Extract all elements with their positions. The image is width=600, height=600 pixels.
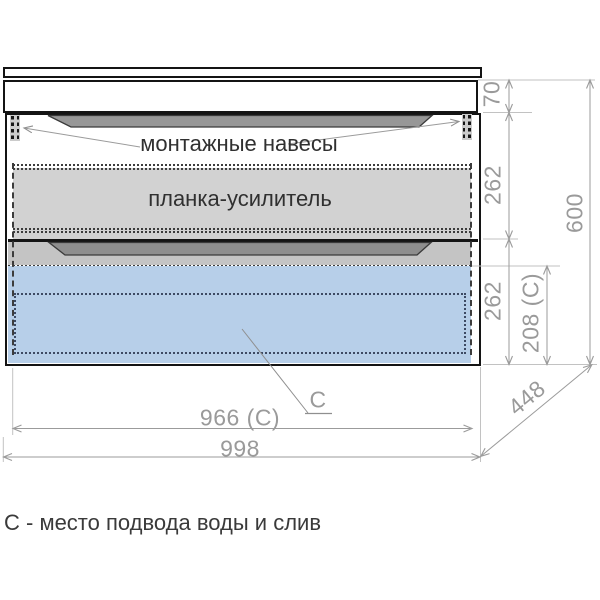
- dim-drawer2-height: 262: [479, 281, 506, 321]
- reinforcement-dotted-border: [13, 231, 471, 233]
- water-connection-area: [7, 266, 471, 363]
- dim-countertop-height: 70: [478, 80, 505, 108]
- connection-inner-dotted-zone: [14, 293, 466, 354]
- dim-inner-width: 966 (С): [199, 404, 281, 431]
- connection-zone-dotted-top: [7, 264, 471, 267]
- dim-total-width: 998: [220, 435, 260, 462]
- drawer-divider: [7, 239, 478, 242]
- label-connection-marker: С: [309, 386, 327, 413]
- reinforcement-dotted-border: [13, 227, 471, 230]
- dim-connection-height: 208 (С): [517, 272, 544, 354]
- dim-drawer1-height: 262: [479, 165, 506, 205]
- reinforcement-dotted-border: [13, 167, 471, 170]
- inner-width-dashed-line-left: [11, 163, 14, 355]
- hanger-hatch: [468, 115, 471, 139]
- label-mounting-hangers: монтажные навесы: [140, 131, 338, 156]
- reinforcement-bar-area: [13, 168, 471, 239]
- countertop-top-edge: [2, 67, 482, 78]
- hanger-hatch: [11, 116, 14, 140]
- hanger-hatch: [462, 115, 465, 139]
- label-reinforcement-bar: планка-усилитель: [148, 186, 332, 211]
- mounting-hanger-left: [10, 115, 20, 141]
- reinforcement-dotted-border: [13, 163, 471, 166]
- drawer2-top-band: [7, 242, 471, 265]
- hanger-hatch: [16, 116, 19, 140]
- mounting-hanger-right: [461, 114, 472, 140]
- dim-total-height: 600: [561, 193, 588, 233]
- caption-legend: С - место подвода воды и слив: [4, 510, 322, 535]
- inner-width-dashed-line-right: [469, 163, 472, 355]
- dim-depth: 448: [503, 374, 551, 421]
- countertop-apron: [2, 79, 478, 113]
